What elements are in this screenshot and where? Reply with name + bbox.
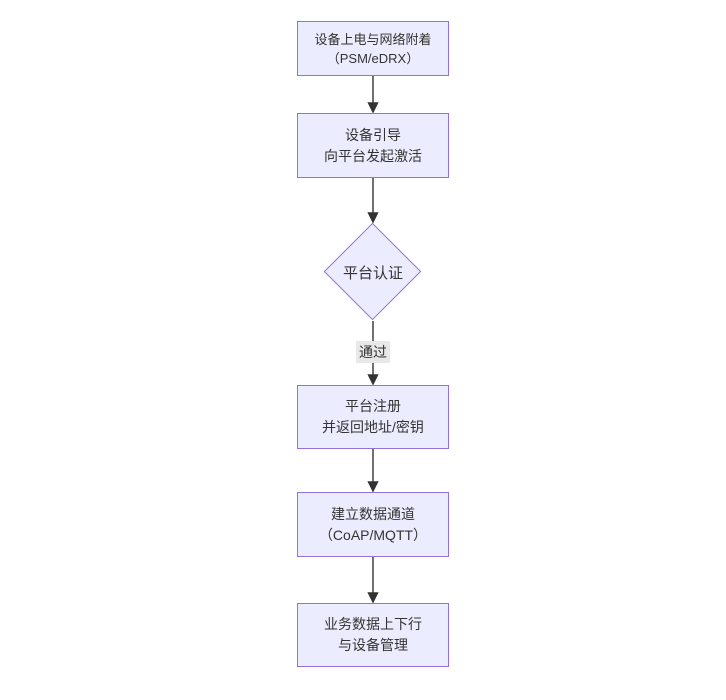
edge-auth-register-arrowhead-icon [367,374,379,386]
node-business-data: 业务数据上下行 与设备管理 [297,603,449,667]
node-label-line: 设备引导 [345,126,401,143]
node-label-line: 平台认证 [342,264,403,282]
edge-channel-business-arrowhead-icon [367,592,379,604]
edge-attach-boot-arrowhead-icon [367,102,379,114]
node-label-line: 设备上电与网络附着 [314,31,432,47]
edge-boot-auth-arrowhead-icon [367,212,379,224]
node-platform-register: 平台注册 并返回地址/密钥 [297,385,449,449]
node-label-line: 建立数据通道 [331,505,415,522]
node-label-line: （PSM/eDRX） [326,50,420,66]
node-device-bootstrap: 设备引导 向平台发起激活 [297,113,449,178]
node-device-power-attach: 设备上电与网络附着 （PSM/eDRX） [297,21,449,76]
node-label-line: 业务数据上下行 [324,616,422,632]
node-label-line: 与设备管理 [338,637,408,653]
node-data-channel: 建立数据通道 （CoAP/MQTT） [297,492,449,557]
node-label-line: （CoAP/MQTT） [318,526,428,543]
edge-register-channel-arrowhead-icon [367,481,379,493]
node-platform-auth-decision: 平台认证 [323,222,423,322]
node-label-line: 平台注册 [345,398,401,414]
edge-label-pass: 通过 [356,341,390,363]
node-label-line: 向平台发起激活 [324,147,422,164]
node-label-line: 并返回地址/密钥 [322,419,424,435]
